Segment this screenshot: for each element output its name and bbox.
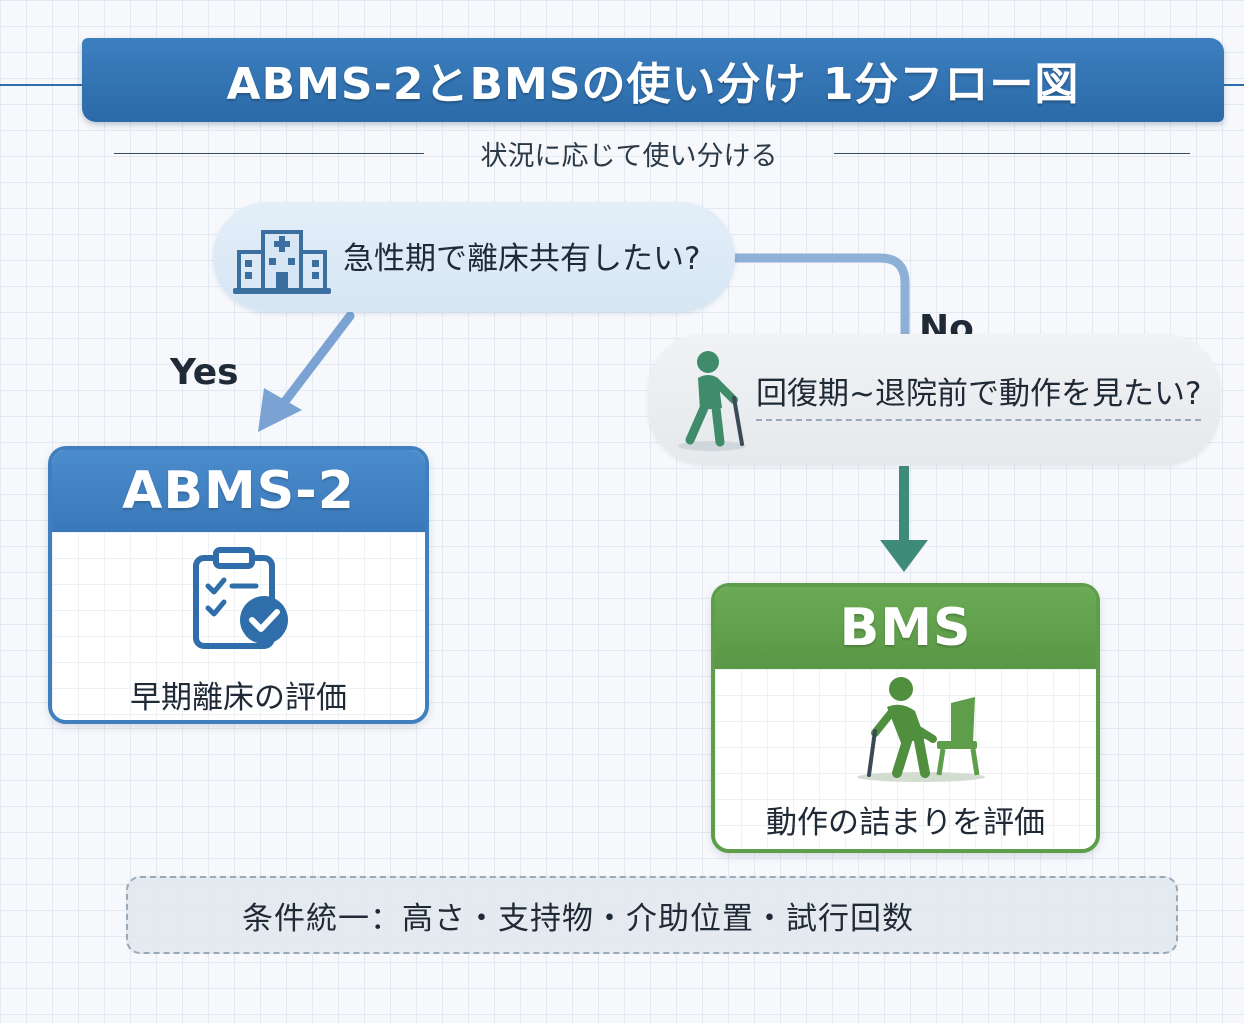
- abms-card-title: ABMS-2: [52, 450, 425, 532]
- bms-card-caption: 動作の詰まりを評価: [766, 805, 1045, 841]
- subtitle-rule-left: [114, 153, 424, 154]
- subtitle-rule-right: [834, 153, 1190, 154]
- title-banner: ABMS-2とBMSの使い分け 1分フロー図: [82, 38, 1224, 122]
- no-connector: [730, 253, 910, 339]
- title-rule-left: [0, 84, 84, 86]
- bms-card-body: 動作の詰まりを評価: [715, 669, 1096, 849]
- result-card-abms: ABMS-2 早期離床の評価: [48, 446, 429, 724]
- question2-text: 回復期~退院前で動作を見たい?: [756, 368, 1202, 421]
- person-with-cane-icon: [676, 348, 756, 456]
- abms-card-caption: 早期離床の評価: [130, 680, 347, 716]
- question-recovery-phase: 回復期~退院前で動作を見たい?: [648, 334, 1220, 464]
- question1-text: 急性期で離床共有したい?: [343, 241, 701, 277]
- down-arrow-to-bms: [880, 466, 928, 572]
- yes-arrow: [258, 311, 355, 432]
- yes-label: Yes: [170, 352, 239, 393]
- subtitle: 状況に応じて使い分ける: [480, 140, 778, 172]
- hospital-icon: [231, 222, 333, 302]
- conditions-text: 条件統一：高さ・支持物・介助位置・試行回数: [242, 900, 914, 937]
- page-title: ABMS-2とBMSの使い分け 1分フロー図: [226, 59, 1080, 110]
- abms-card-body: 早期離床の評価: [52, 532, 425, 720]
- result-card-bms: BMS 動作の詰まりを評価: [711, 583, 1100, 853]
- conditions-box: 条件統一：高さ・支持物・介助位置・試行回数: [126, 876, 1178, 954]
- bms-card-title: BMS: [715, 587, 1096, 669]
- clipboard-check-icon: [190, 546, 294, 654]
- question-acute-phase: 急性期で離床共有したい?: [213, 202, 735, 312]
- person-standing-from-chair-icon: [851, 673, 991, 787]
- title-rule-right: [1222, 84, 1244, 86]
